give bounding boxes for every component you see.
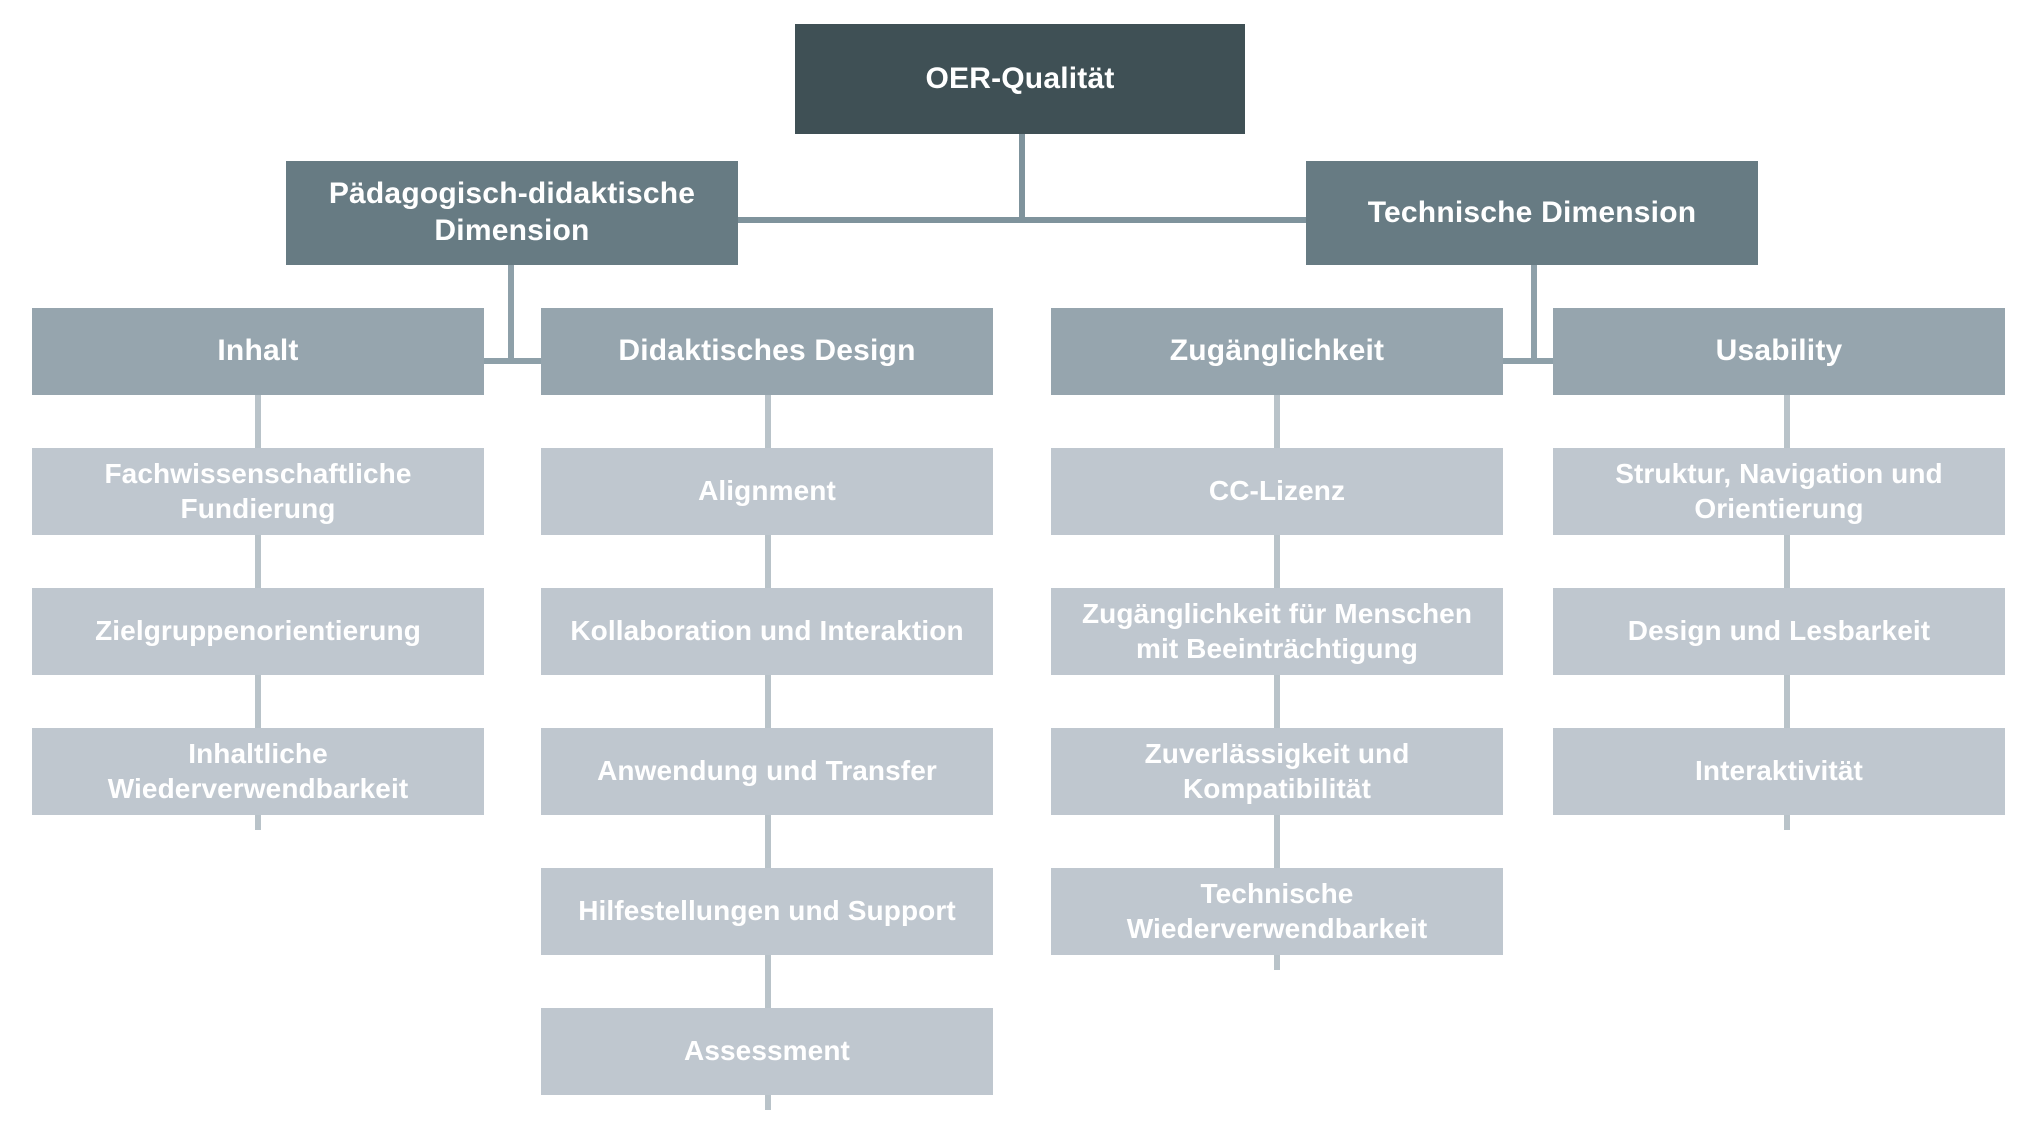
node-label: Kollaboration und Interaktion xyxy=(570,615,964,647)
node-label: Assessment xyxy=(684,1035,850,1067)
node-category-inhalt[interactable]: Inhalt xyxy=(32,308,484,395)
node-label: Inhalt xyxy=(217,334,299,368)
connector-dimension-spine xyxy=(738,217,1306,223)
node-label: CC-Lizenz xyxy=(1208,475,1346,507)
leaf-inhaltliche-wiederverwendbarkeit[interactable]: Inhaltliche Wiederverwendbarkeit xyxy=(32,728,484,815)
leaf-zugaenglichkeit-fuer-menschen-mit-beeintraechtigung[interactable]: Zugänglichkeit für Menschen mit Beeinträ… xyxy=(1051,588,1503,675)
connector-left-dimension-stem xyxy=(508,265,514,363)
node-label: Struktur, Navigation und Orientierung xyxy=(1615,458,1943,524)
leaf-zielgruppenorientierung[interactable]: Zielgruppenorientierung xyxy=(32,588,484,675)
leaf-hilfestellungen-und-support[interactable]: Hilfestellungen und Support xyxy=(541,868,993,955)
connector-column-3-chain xyxy=(1274,395,1280,970)
leaf-alignment[interactable]: Alignment xyxy=(541,448,993,535)
node-label: Hilfestellungen und Support xyxy=(578,895,956,927)
leaf-technische-wiederverwendbarkeit[interactable]: Technische Wiederverwendbarkeit xyxy=(1051,868,1503,955)
node-category-didaktisches-design[interactable]: Didaktisches Design xyxy=(541,308,993,395)
node-label: Zuverlässigkeit und Kompatibilität xyxy=(1144,738,1410,804)
connector-left-category-spine xyxy=(370,358,652,364)
node-label: Zielgruppenorientierung xyxy=(95,615,421,647)
node-label: Technische Wiederverwendbarkeit xyxy=(1126,878,1428,944)
node-label: Zugänglichkeit für Menschen mit Beeinträ… xyxy=(1081,598,1473,664)
leaf-fachwissenschaftliche-fundierung[interactable]: Fachwissenschaftliche Fundierung xyxy=(32,448,484,535)
connector-root-stem xyxy=(1019,134,1025,220)
node-label: Inhaltliche Wiederverwendbarkeit xyxy=(107,738,409,804)
leaf-cc-lizenz[interactable]: CC-Lizenz xyxy=(1051,448,1503,535)
node-category-usability[interactable]: Usability xyxy=(1553,308,2005,395)
leaf-kollaboration-und-interaktion[interactable]: Kollaboration und Interaktion xyxy=(541,588,993,675)
node-label: Zugänglichkeit xyxy=(1169,334,1385,368)
node-root-oer-qualitaet[interactable]: OER-Qualität xyxy=(795,24,1245,134)
leaf-zuverlaessigkeit-und-kompatibilitaet[interactable]: Zuverlässigkeit und Kompatibilität xyxy=(1051,728,1503,815)
node-label: Alignment xyxy=(698,475,836,507)
leaf-struktur-navigation-und-orientierung[interactable]: Struktur, Navigation und Orientierung xyxy=(1553,448,2005,535)
leaf-assessment[interactable]: Assessment xyxy=(541,1008,993,1095)
node-label: Technische Dimension xyxy=(1367,195,1697,229)
node-category-zugaenglichkeit[interactable]: Zugänglichkeit xyxy=(1051,308,1503,395)
leaf-design-und-lesbarkeit[interactable]: Design und Lesbarkeit xyxy=(1553,588,2005,675)
connector-right-category-spine xyxy=(1392,358,1674,364)
node-dimension-paedagogisch-didaktisch[interactable]: Pädagogisch-didaktische Dimension xyxy=(286,161,738,265)
connector-right-dimension-stem xyxy=(1531,265,1537,363)
node-label: Anwendung und Transfer xyxy=(597,755,937,787)
leaf-anwendung-und-transfer[interactable]: Anwendung und Transfer xyxy=(541,728,993,815)
node-label: Usability xyxy=(1715,334,1843,368)
leaf-interaktivitaet[interactable]: Interaktivität xyxy=(1553,728,2005,815)
node-label: Fachwissenschaftliche Fundierung xyxy=(104,458,412,524)
node-label: Pädagogisch-didaktische Dimension xyxy=(328,177,696,247)
node-label: Interaktivität xyxy=(1695,755,1863,787)
node-label: Design und Lesbarkeit xyxy=(1627,615,1931,647)
node-dimension-technische[interactable]: Technische Dimension xyxy=(1306,161,1758,265)
node-label: OER-Qualität xyxy=(925,61,1115,95)
node-label: Didaktisches Design xyxy=(618,334,916,368)
